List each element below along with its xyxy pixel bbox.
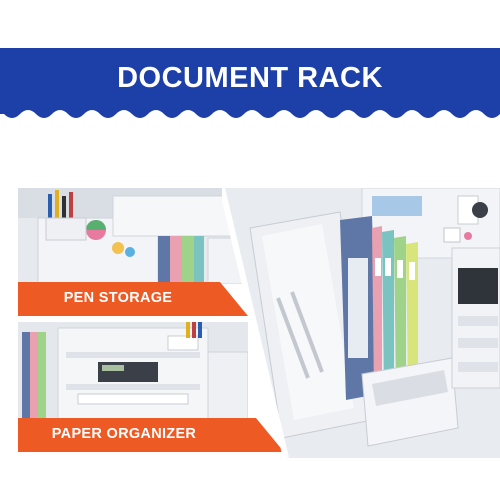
pen-storage-label: PEN STORAGE — [63, 290, 173, 306]
pen-storage-label-bg — [18, 282, 248, 316]
paper-organizer-label: PAPER ORGANIZER — [51, 426, 197, 442]
title-banner — [0, 48, 500, 118]
banner-background — [0, 48, 500, 118]
document-rack-photo — [222, 188, 500, 458]
pen-storage-photo — [18, 188, 248, 284]
banner-title: DOCUMENT RACK — [117, 62, 383, 94]
paper-organizer-label-bg — [18, 418, 284, 452]
